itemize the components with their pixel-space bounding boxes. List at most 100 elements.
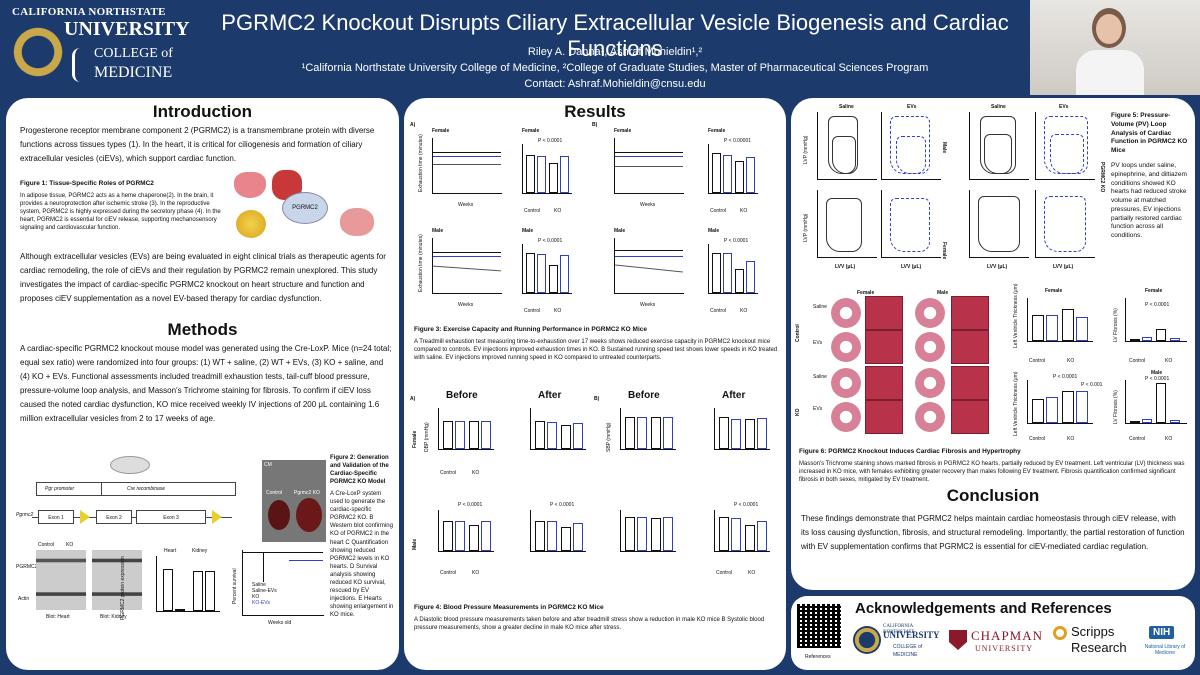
speed-line-male [614, 238, 684, 294]
cnsu-college: COLLEGE of [893, 644, 923, 650]
exon-1-label: Exon 1 [48, 515, 64, 521]
logo-medicine-text: MEDICINE [94, 64, 173, 81]
exon-2: Exon 2 [96, 510, 132, 524]
fig6-control-x-1: Control [1029, 358, 1046, 364]
fig4-control-3: Control [716, 570, 733, 576]
sbp-label: SBP (mmHg) [606, 422, 612, 452]
pv-loop-male-evs [1035, 112, 1095, 180]
sbp-before-female [620, 408, 676, 450]
cnsu-logo: CALIFORNIA NORTHSTATE UNIVERSITY COLLEGE… [853, 622, 943, 666]
fig3-male-a: Male [432, 228, 444, 234]
fig6-p-1: P < 0.0001 [1145, 302, 1170, 308]
exhaustion-line-male [432, 238, 502, 294]
survival-legend: Saline Saline-EVs KO KO-EVs [252, 582, 277, 606]
p-value-3: P < 0.00001 [724, 138, 752, 144]
fig4-female: Female [412, 430, 418, 448]
pv-loop-male-ko-saline [969, 190, 1029, 258]
quant-heart-label: Heart [164, 548, 177, 554]
sbp-after-male [714, 510, 770, 552]
fig3-panel-b: B) [592, 122, 598, 128]
references-label: References [805, 654, 831, 660]
exhaustion-bar-male [522, 244, 572, 294]
left-column: Introduction Progesterone receptor membr… [6, 98, 399, 670]
pgrmc2-node-label: PGRMC2 [292, 205, 318, 211]
group-control-3: Control [710, 208, 727, 214]
pgrmc2-gene-label: Pgrmc2 [16, 512, 34, 518]
fig4-before-b: Before [628, 390, 660, 401]
histology-m-ko-sal [915, 368, 945, 398]
legend-saline: Saline [252, 582, 266, 588]
figure-1-title: Figure 1: Tissue-Specific Roles of PGRMC… [20, 180, 154, 187]
intro-paragraph-1: Progesterone receptor membrane component… [20, 126, 375, 163]
legend-saline-evs: Saline-EVs [252, 588, 277, 594]
exon-line [32, 517, 232, 518]
blot-ko-label: KO [66, 542, 74, 548]
p-value-4: P < 0.0001 [724, 238, 749, 244]
figure-5-title: Figure 5: Pressure-Volume (PV) Loop Anal… [1111, 112, 1188, 155]
ruler-label: CM [264, 462, 272, 468]
pv-loop-male-saline [969, 112, 1029, 180]
fig5-male: Male [941, 142, 947, 154]
cnsu-top: CALIFORNIA NORTHSTATE [883, 624, 915, 635]
lv-thickness-label-1: Left Ventricle Thickness (μm) [1013, 283, 1019, 348]
thickness-chart-female [1027, 298, 1093, 342]
group-ko-2: KO [554, 308, 562, 314]
fig5-saline-2: Saline [991, 104, 1006, 110]
qr-code-icon[interactable] [797, 604, 841, 648]
survival-y-label: Percent survival [232, 568, 238, 604]
western-blot-heart [36, 550, 86, 610]
lvv-label-1: LVV (μL) [835, 264, 856, 270]
figure-4-title: Figure 4: Blood Pressure Measurements in… [414, 604, 604, 611]
survival-x-label: Weeks old [268, 620, 292, 626]
speed-bar-male [708, 244, 758, 294]
control-heart-label: Control [266, 490, 283, 496]
dbp-after-female [530, 408, 586, 450]
heart-photo: CM Control Pgrmc2 KO [262, 460, 326, 542]
dbp-before-male [438, 510, 494, 552]
exon-3-label: Exon 3 [163, 515, 179, 521]
ack-heading: Acknowledgements and References [855, 600, 1112, 617]
chapman-emblem-icon [949, 630, 967, 650]
figure-6-caption: Masson's Trichrome staining shows marked… [799, 461, 1185, 484]
blot-kidney-label: Blot: Kidney [100, 614, 127, 620]
fig5-pgrmc2ko: PGRMC2 KO [1099, 162, 1105, 193]
fig4-p-1: P < 0.0001 [458, 502, 483, 508]
methods-heading: Methods [167, 320, 238, 339]
fig6-ko-x-1: KO [1067, 358, 1075, 364]
western-blot-kidney [92, 550, 142, 610]
fig6-saline-1: Saline [813, 304, 827, 310]
fig6-female-col: Female [857, 290, 875, 296]
fig3-female-b-bar: Female [708, 128, 726, 134]
fig5-saline-1: Saline [839, 104, 854, 110]
authors: Riley A. Danna¹, Ashraf Mohieldin¹,² [527, 46, 703, 58]
nih-logo: NIH National Library of Medicine [1141, 626, 1189, 666]
p-value-1: P < 0.0001 [538, 138, 563, 144]
fig6-evs-1: EVs [813, 340, 823, 346]
quant-y-label: PGRMC2 protein expression [120, 556, 126, 620]
pv-loop-female-saline [817, 112, 877, 180]
lv-fibrosis-label-2: LV Fibrosis (%) [1113, 390, 1119, 424]
survival-line-ko-evs [289, 560, 323, 561]
exon-1: Exon 1 [38, 510, 74, 524]
lvp-label-2: LVP (mmHg) [803, 213, 809, 242]
bar-heart-control [163, 569, 173, 611]
histology-m-ctrl-sal [915, 298, 945, 328]
fig3-male-b-bar: Male [708, 228, 720, 234]
zoom-f-ko-sal [865, 366, 903, 400]
fig6-control-row: Control [795, 324, 801, 342]
bar-heart-ko [175, 609, 185, 611]
histology-f-ctrl-evs [831, 332, 861, 362]
fig4-p-3: P < 0.0001 [734, 502, 759, 508]
scripps-icon [1053, 626, 1067, 640]
cnsu-seal-icon [853, 626, 881, 654]
right-column: Saline EVs Saline EVs LVV (μL) LVV (μL) … [791, 98, 1195, 590]
logo-college-text: COLLEGE of [94, 46, 173, 61]
bar-kidney-ko [205, 571, 215, 611]
figure-1-caption: In adipose tissue, PGRMC2 acts as a heme… [20, 193, 221, 232]
ko-heart [296, 498, 322, 532]
histology-m-ctrl-evs [915, 332, 945, 362]
blot-pgrmc2-label: PGRMC2 [16, 564, 38, 570]
pv-loop-female-ko-evs [881, 190, 941, 258]
conclusion-heading: Conclusion [946, 486, 1040, 505]
lvp-label-1: LVP (mmHg) [803, 135, 809, 164]
